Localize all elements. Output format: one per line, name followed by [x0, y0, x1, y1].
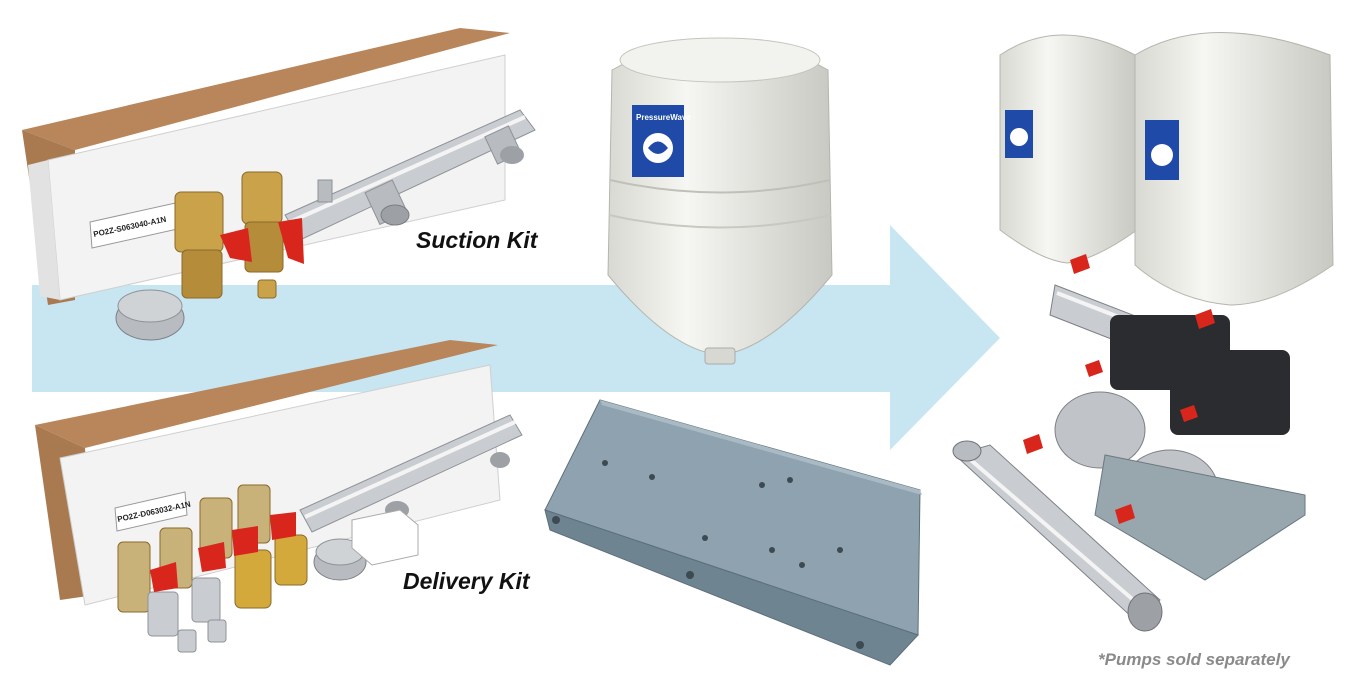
delivery-kit-caption: Delivery Kit	[403, 568, 530, 594]
delivery-kit-image: PO2Z-D063032-A1N	[35, 340, 523, 653]
suction-kit-image: PO2Z-S063040-A1N	[22, 28, 536, 341]
pressure-tank-icon: PressureWave	[607, 37, 833, 365]
tank-brand-label: PressureWave	[636, 113, 691, 122]
ball-valve-icon	[220, 218, 304, 264]
suction-kit-caption: Suction Kit	[416, 227, 538, 253]
assembled-booster-image	[952, 32, 1334, 632]
pumps-footnote: *Pumps sold separately	[1098, 650, 1290, 669]
base-plate-image	[544, 399, 922, 666]
